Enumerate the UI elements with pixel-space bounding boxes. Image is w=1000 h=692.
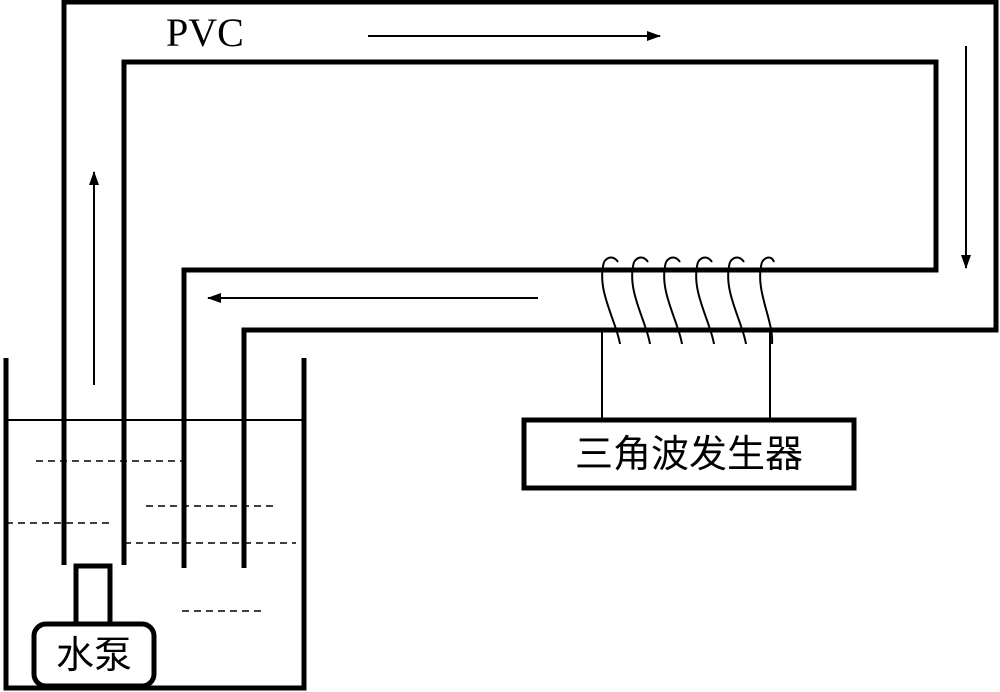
coil [601,256,775,345]
pump-box [31,621,157,689]
pump-label: 水泵 [56,633,132,677]
pipe-outer-wall [61,0,999,568]
pvc-label: PVC [166,10,244,55]
pump-outlet [73,563,113,631]
water-dashes [6,460,296,612]
generator-label: 三角波发生器 [575,432,803,476]
generator-box [521,417,857,491]
pipe-inner-wall [121,59,939,568]
